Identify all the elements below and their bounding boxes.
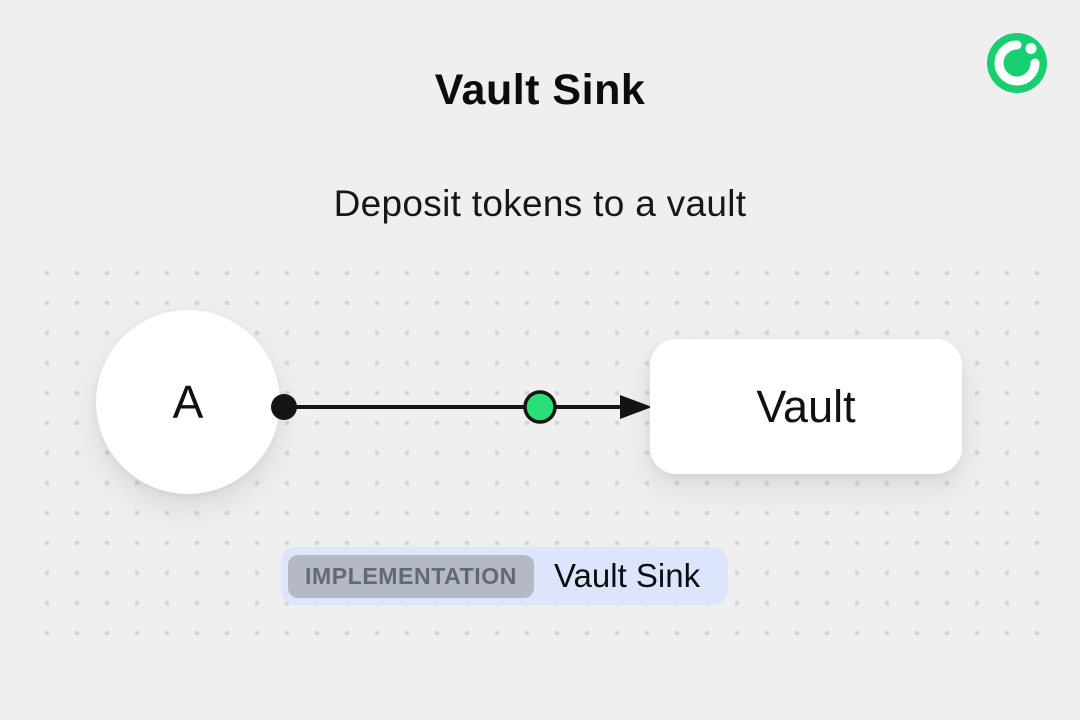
vault-node: Vault [650,339,962,474]
source-node-a: A [96,310,280,494]
implementation-label: Vault Sink [553,557,701,594]
page-title: Vault Sink [434,66,646,114]
arrowhead-icon [620,395,652,419]
flow-logo-icon [987,33,1047,93]
page-subtitle: Deposit tokens to a vault [333,183,747,224]
vault-node-label: Vault [756,380,856,432]
implementation-badge: IMPLEMENTATION Vault Sink [281,547,729,605]
connector-midpoint-node [523,390,557,424]
flow-logo-glyph [994,40,1040,86]
implementation-tag: IMPLEMENTATION [288,554,534,598]
connector-arrow [271,390,652,424]
connector-start-dot [271,394,297,420]
source-node-label: A [172,376,204,428]
